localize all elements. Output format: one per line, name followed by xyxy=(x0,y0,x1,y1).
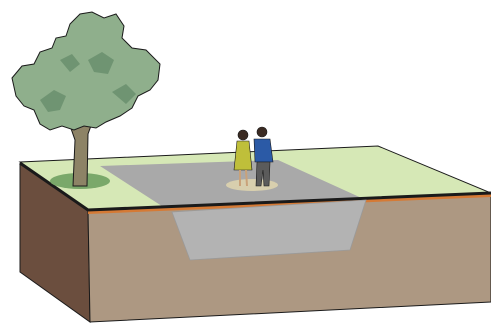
people-shadow xyxy=(226,179,278,191)
tree-icon xyxy=(12,12,160,130)
